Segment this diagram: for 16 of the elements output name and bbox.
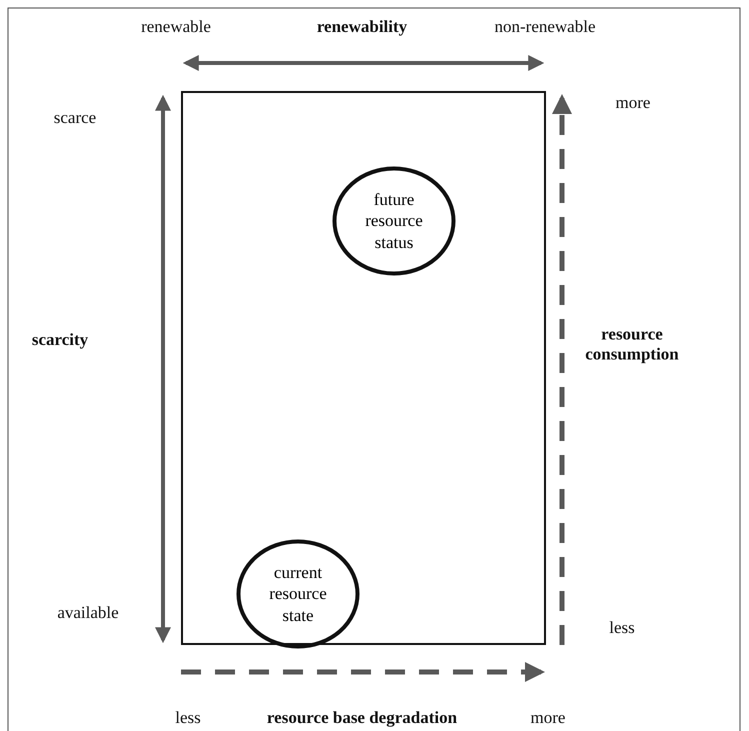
axis-end-label: renewable xyxy=(141,16,211,38)
axis-end-label: less xyxy=(609,618,635,638)
axis-end-label: more xyxy=(530,708,566,728)
ellipse-label: current resource state xyxy=(268,562,328,626)
axis-end-label: less xyxy=(175,708,201,728)
ellipse-label: future resource status xyxy=(364,189,424,253)
axis-end-label: scarce xyxy=(54,108,96,128)
axis-end-label: non-renewable xyxy=(494,16,596,38)
ellipse xyxy=(332,166,456,276)
axis-title: renewability xyxy=(316,16,408,38)
ellipse xyxy=(236,539,360,649)
axis-end-label: more xyxy=(616,92,650,114)
axis-end-label: available xyxy=(57,602,119,624)
axis-title: scarcity xyxy=(32,330,88,350)
axis-title: resource base degradation xyxy=(266,708,458,728)
axis-title: resource consumption xyxy=(584,324,680,366)
